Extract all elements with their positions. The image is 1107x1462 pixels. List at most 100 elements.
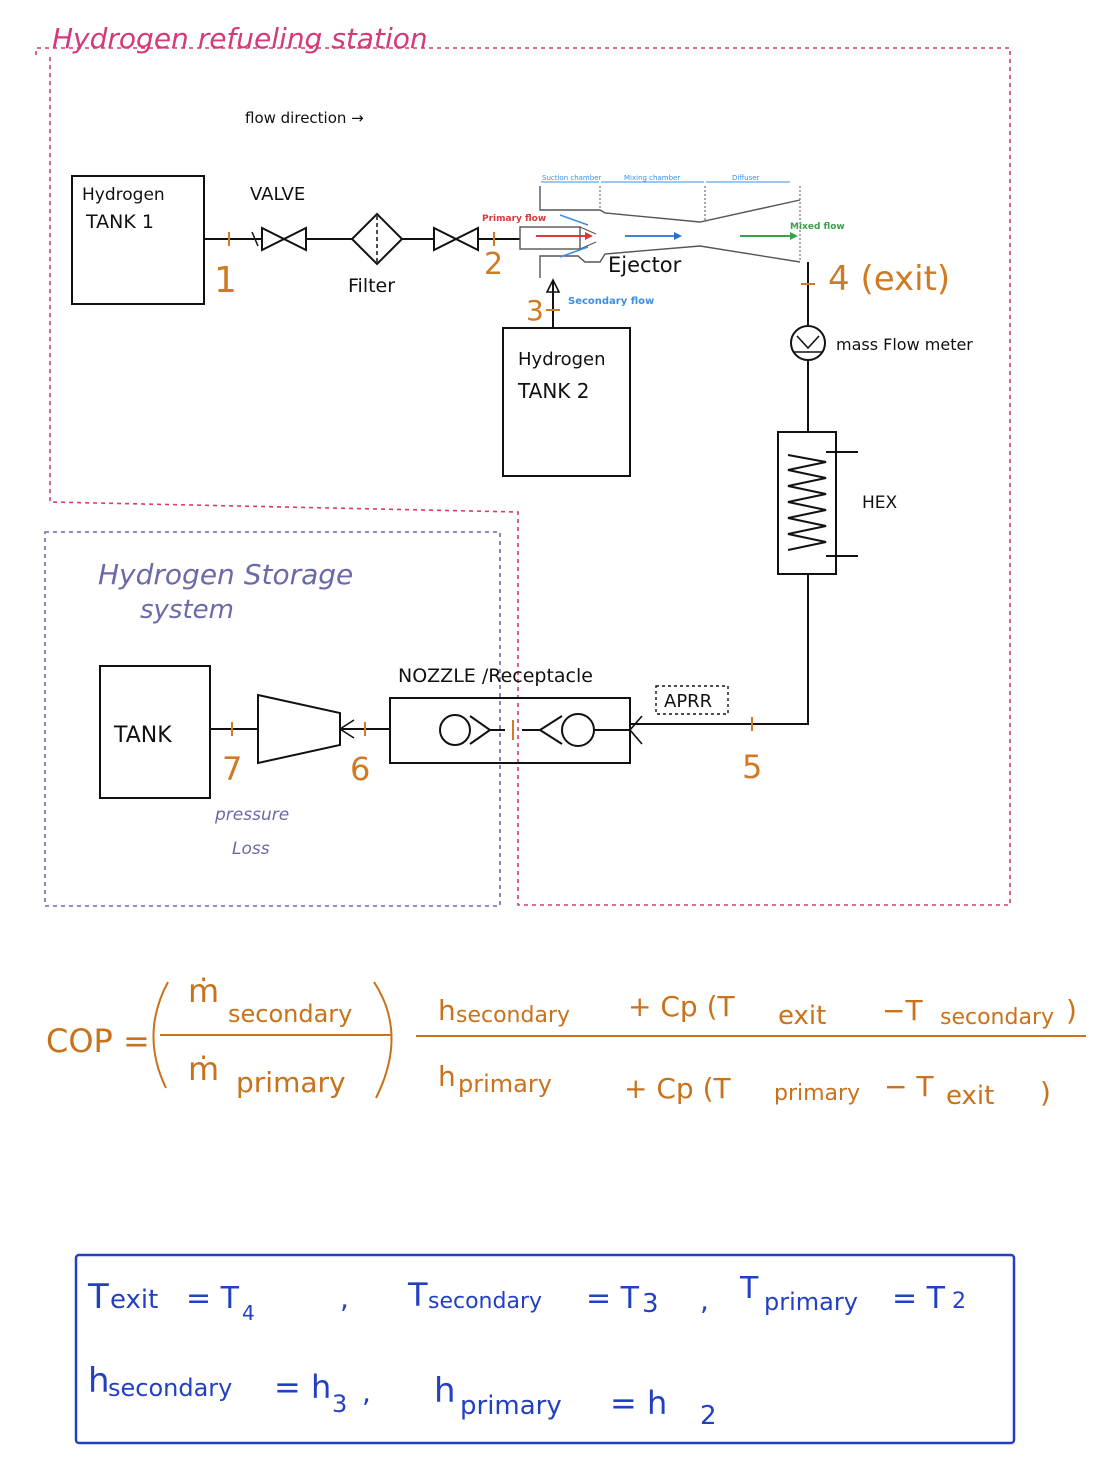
def-tprim-rhs-sub: 2 (952, 1289, 966, 1314)
num-h: h (438, 994, 456, 1027)
point-7-label: 7 (222, 750, 242, 788)
point-2-label: 2 (484, 247, 503, 282)
point-6-label: 6 (350, 750, 370, 788)
point-4-exit-label: 4 (exit) (828, 259, 950, 299)
filter-icon (350, 212, 404, 266)
pressure-loss-label-line1: pressure (214, 805, 289, 825)
def-tprim: T (739, 1271, 759, 1306)
ejector-core-flow-arrowhead (674, 232, 682, 240)
storage-title-line1: Hydrogen Storage (98, 558, 353, 591)
den-h-sub: primary (458, 1070, 552, 1098)
cop-formula: COP = ṁ secondary ṁ primary h secondary … (46, 972, 1086, 1111)
pressure-loss-label-line2: Loss (232, 839, 270, 859)
tank1-label-line2: TANK 1 (85, 211, 154, 233)
formula-left-paren (152, 981, 169, 1089)
heat-exchanger (777, 431, 837, 575)
def-tsec: T (407, 1276, 428, 1314)
m-dot-secondary-sub: secondary (228, 1000, 352, 1028)
ejector-label: Ejector (608, 253, 682, 277)
secondary-flow-label: Secondary flow (568, 296, 654, 307)
def-hsec-eq: = h (274, 1368, 331, 1406)
secondary-flow-arrow-top (559, 214, 589, 226)
hex-label: HEX (862, 493, 898, 513)
mixed-flow-label: Mixed flow (790, 222, 845, 232)
storage-system-boundary (44, 531, 501, 907)
def-tsec-rhs-sub: 3 (642, 1289, 659, 1319)
valve-icon (248, 226, 307, 252)
aprr-box (655, 685, 729, 715)
storage-title-line2: system (140, 595, 234, 625)
def-hsec: h (88, 1361, 110, 1401)
def-tprim-eq: = T (892, 1281, 946, 1316)
mass-flow-meter-label: mass Flow meter (836, 335, 973, 354)
def-tprim-sub: primary (764, 1288, 858, 1316)
receptacle-check-valve-icon (439, 714, 505, 746)
refueling-station-boundary (35, 47, 1011, 906)
tank2-label-line1: Hydrogen (518, 349, 606, 370)
point-5-label: 5 (742, 748, 762, 786)
flow-direction-label: flow direction → (245, 109, 364, 127)
num-tsec-sub: secondary (940, 1005, 1054, 1030)
formula-right-paren (373, 981, 393, 1099)
m-dot-secondary: ṁ (188, 972, 219, 1010)
mass-flow-meter-icon (790, 325, 826, 361)
hydrogen-tank-2 (502, 327, 631, 477)
definitions: T exit = T 4 , T secondary = T 3 , T pri… (87, 1271, 966, 1431)
num-cp: + Cp (T (628, 990, 736, 1023)
den-texit-sub: exit (946, 1081, 994, 1111)
def-texit-eq: = T (186, 1281, 240, 1316)
m-dot-primary-sub: primary (236, 1066, 346, 1099)
ejector (519, 181, 801, 278)
def-texit-rhs-sub: 4 (242, 1301, 255, 1325)
def-sep-1: , (340, 1282, 349, 1315)
nozzle-label: NOZZLE /Receptacle (398, 665, 593, 687)
cop-lhs: COP = (46, 1022, 150, 1060)
def-tsec-sub: secondary (428, 1289, 542, 1314)
den-tprim-sub: primary (774, 1081, 860, 1106)
mixed-flow-arrowhead (790, 232, 798, 240)
def-tsec-eq: = T (586, 1281, 640, 1316)
diffuser-label: Diffuser (732, 174, 760, 182)
tank2-label-line2: TANK 2 (517, 379, 590, 403)
station-title: Hydrogen refueling station (52, 22, 428, 55)
den-cp: + Cp (T (624, 1072, 732, 1105)
num-close: ) (1066, 994, 1077, 1027)
suction-chamber-label: Suction chamber (542, 174, 602, 182)
storage-tank-label: TANK (113, 723, 172, 748)
m-dot-primary: ṁ (188, 1050, 219, 1088)
def-hsec-sub: secondary (108, 1374, 232, 1402)
den-minus-t: − T (884, 1070, 934, 1103)
pressure-loss-element (257, 693, 341, 765)
heat-exchanger-coil (787, 454, 827, 551)
def-hprim-eq: = h (610, 1384, 667, 1422)
point-1-label: 1 (214, 260, 237, 301)
primary-flow-label: Primary flow (482, 214, 546, 224)
filter-label: Filter (348, 275, 395, 297)
storage-tank (99, 665, 211, 799)
valve-label: VALVE (250, 184, 305, 205)
num-h-sub: secondary (456, 1003, 570, 1028)
def-texit-sub: exit (110, 1285, 158, 1315)
secondary-flow-arrow-bottom (559, 246, 589, 258)
def-hprim-rhs-sub: 2 (700, 1401, 717, 1431)
definitions-box (74, 1253, 1016, 1445)
def-hprim-sub: primary (460, 1391, 562, 1421)
def-hprim: h (434, 1371, 456, 1411)
aprr-label: APRR (664, 691, 712, 712)
den-h: h (438, 1060, 456, 1093)
primary-flow-arrowhead (585, 232, 593, 240)
def-sep-3: , (362, 1376, 371, 1409)
def-hsec-rhs-sub: 3 (332, 1390, 347, 1418)
nozzle-check-valve-icon (522, 713, 643, 747)
secondary-inlet-arrowhead (545, 278, 561, 293)
valve-2-icon (433, 226, 479, 252)
num-minus-t: −T (882, 994, 923, 1027)
den-close: ) (1040, 1076, 1051, 1109)
mixing-chamber-label: Mixing chamber (624, 174, 680, 182)
num-texit-sub: exit (778, 1001, 826, 1031)
pipe-hex-nozzle (630, 574, 809, 725)
def-texit: T (87, 1277, 109, 1317)
tank1-label-line1: Hydrogen (82, 185, 165, 205)
def-sep-2: , (700, 1284, 709, 1317)
